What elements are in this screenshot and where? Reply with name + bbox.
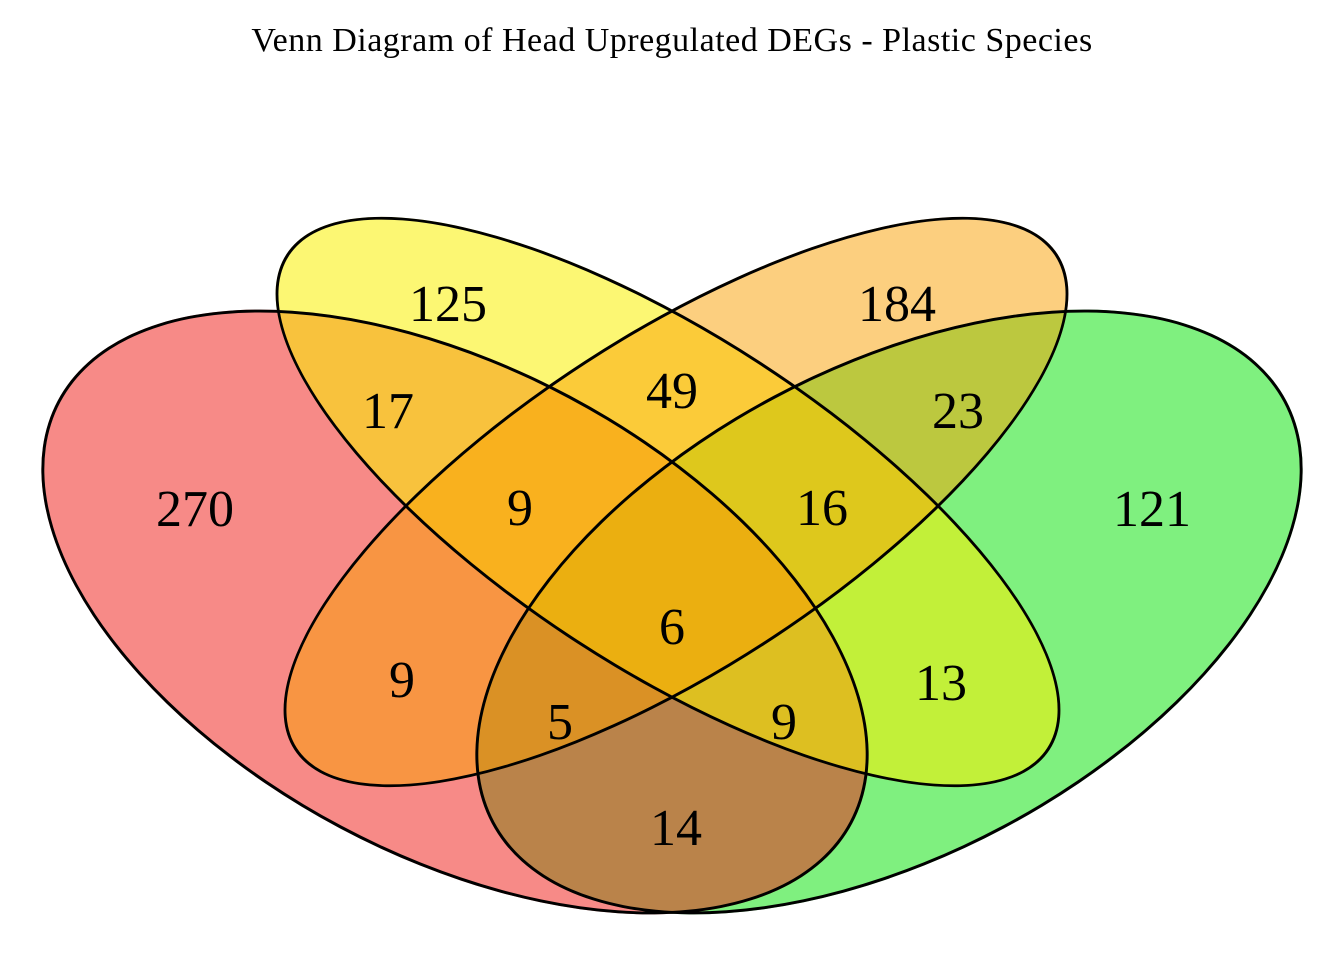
count-orange-green: 23 [932,383,984,440]
count-yellow-only: 125 [409,276,487,333]
count-red-only: 270 [156,481,234,538]
count-red-orange-green: 5 [547,694,573,751]
count-red-yellow-green: 9 [771,694,797,751]
count-red-yellow: 17 [362,383,414,440]
count-green-only: 121 [1113,481,1191,538]
chart-title: Venn Diagram of Head Upregulated DEGs - … [251,22,1093,59]
count-yellow-orange-green: 16 [796,480,848,537]
count-red-green: 14 [650,800,702,857]
count-red-yellow-orange: 9 [507,480,533,537]
count-yellow-orange: 49 [646,363,698,420]
count-all-four: 6 [659,599,685,656]
count-red-orange: 9 [389,652,415,709]
count-yellow-green: 13 [915,655,967,712]
count-orange-only: 184 [858,276,936,333]
